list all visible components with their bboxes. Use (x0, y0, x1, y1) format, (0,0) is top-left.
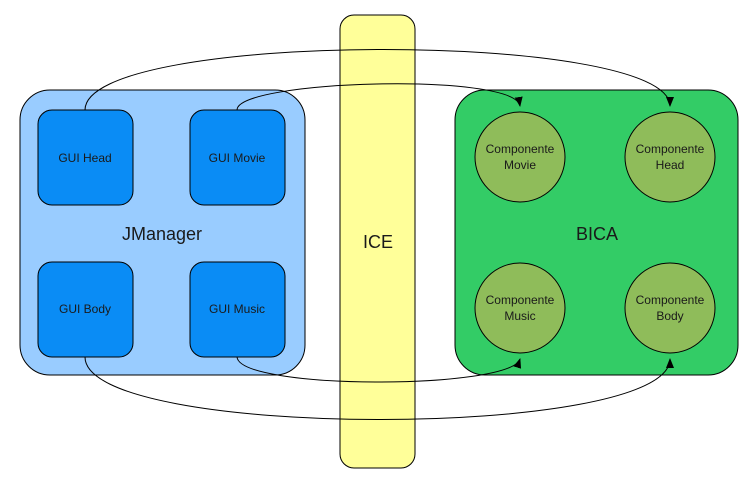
ice-label: ICE (363, 232, 393, 252)
component-movie-line1: Componente (486, 142, 555, 156)
gui-head-label: GUI Head (58, 151, 111, 165)
ice-bar: ICE (339, 14, 416, 469)
component-movie-line2: Movie (504, 158, 536, 172)
component-music-circle: Componente Music (474, 262, 566, 354)
component-body-circle: Componente Body (624, 262, 716, 354)
component-body-line1: Componente (636, 293, 705, 307)
gui-body-label: GUI Body (59, 302, 111, 316)
gui-movie-box: GUI Movie (189, 109, 286, 206)
gui-movie-label: GUI Movie (209, 151, 266, 165)
component-head-line1: Componente (636, 142, 705, 156)
connection-head (84, 49, 674, 111)
component-body-line2: Body (656, 309, 683, 323)
gui-music-label: GUI Music (209, 302, 265, 316)
connection-music (236, 356, 521, 383)
connection-body (84, 356, 674, 420)
component-head-circle: Componente Head (624, 111, 716, 203)
bica-label: BICA (576, 224, 618, 244)
component-music-line1: Componente (486, 293, 555, 307)
jmanager-label: JManager (122, 224, 202, 244)
component-head-line2: Head (656, 158, 685, 172)
gui-music-box: GUI Music (189, 261, 286, 358)
gui-head-box: GUI Head (37, 109, 134, 206)
connections (84, 49, 674, 420)
component-movie-circle: Componente Movie (474, 111, 566, 203)
component-music-line2: Music (504, 309, 535, 323)
gui-body-box: GUI Body (37, 261, 134, 358)
connection-movie (236, 83, 523, 111)
